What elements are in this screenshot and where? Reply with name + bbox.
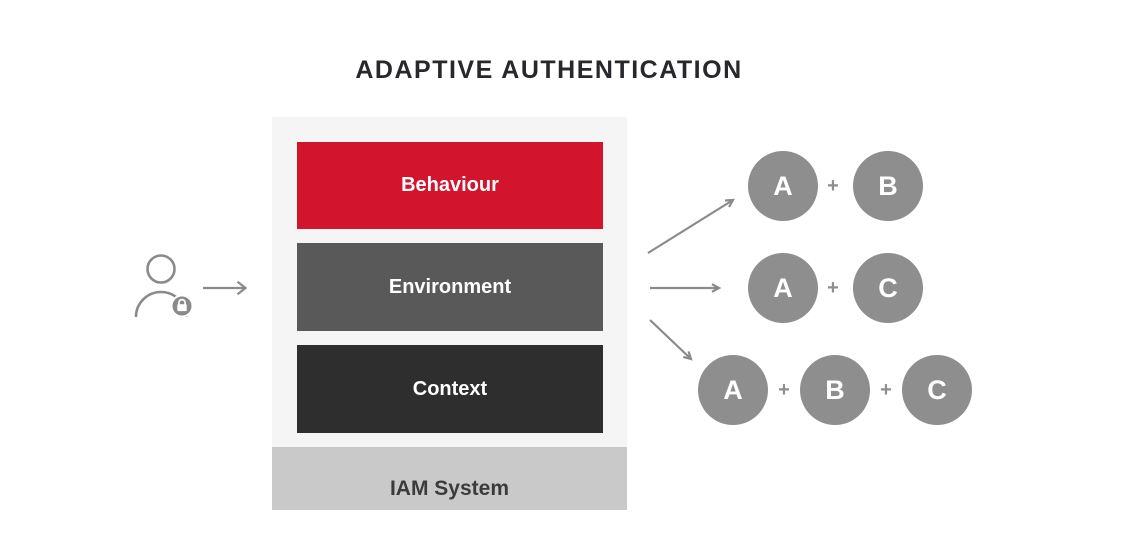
plus-sign: + xyxy=(827,175,839,197)
factor-circle: C xyxy=(902,355,972,425)
layer-environment: Environment xyxy=(297,243,603,331)
plus-sign: + xyxy=(880,379,892,401)
user-head-icon xyxy=(146,254,176,284)
diagram-title: ADAPTIVE AUTHENTICATION xyxy=(355,56,743,84)
lock-shackle xyxy=(178,298,186,305)
layer-behaviour-label: Behaviour xyxy=(401,174,499,196)
factor-circle: B xyxy=(800,355,870,425)
factor-circle: A xyxy=(748,253,818,323)
layer-behaviour: Behaviour xyxy=(297,142,603,229)
factor-circle: A xyxy=(698,355,768,425)
factor-circle: A xyxy=(748,151,818,221)
arrow-up-right-icon xyxy=(647,198,735,254)
arrow-right-icon xyxy=(203,280,248,296)
iam-panel: Behaviour Environment Context IAM System xyxy=(272,117,627,510)
iam-system-bar: IAM System xyxy=(272,447,627,510)
iam-system-label: IAM System xyxy=(389,477,510,500)
user-lock-icon xyxy=(134,254,248,318)
arrow-down-right-icon xyxy=(649,319,693,361)
factor-circle: C xyxy=(853,253,923,323)
layer-environment-label: Environment xyxy=(388,275,512,298)
plus-sign: + xyxy=(827,277,839,299)
lock-body xyxy=(177,304,187,312)
layer-context-label: Context xyxy=(412,377,488,400)
factor-circle: B xyxy=(853,151,923,221)
layer-context: Context xyxy=(297,345,603,433)
fan-arrows xyxy=(647,198,735,361)
plus-sign: + xyxy=(778,379,790,401)
